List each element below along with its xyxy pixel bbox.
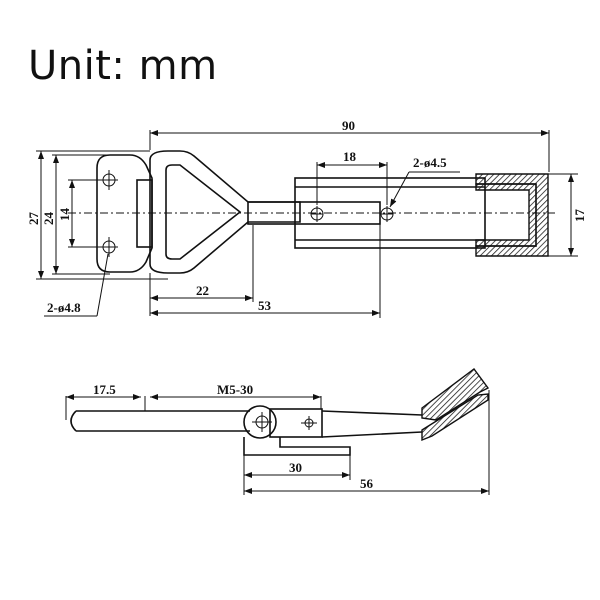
dim-base-hole-spacing: 14: [57, 208, 72, 222]
triangle-loop-outer: [149, 150, 301, 274]
dim-overall-length: 90: [342, 118, 355, 133]
dim-hole-spacing: 18: [343, 149, 357, 164]
dim-adjust-range: M5-30: [217, 382, 253, 397]
base-plate: [96, 154, 153, 273]
link-hole: [301, 416, 317, 430]
hook-tip-inner: [421, 393, 489, 442]
side-view: 17.5 M5-30 30 56: [65, 368, 490, 495]
unit-label: Unit: mm: [28, 43, 218, 89]
dim-base-length: 30: [289, 460, 302, 475]
dim-height-inner: 24: [41, 212, 56, 226]
triangle-loop-inner: [165, 164, 242, 260]
top-view: 90 18 2-ø4.5 17 27 24 14 2-ø4.8: [26, 118, 587, 318]
dim-side-overall-length: 56: [360, 476, 374, 491]
hook-hole-right: [380, 206, 394, 222]
link-plate: [269, 408, 323, 438]
dim-hook-height: 17: [572, 209, 587, 223]
hook-arm: [321, 410, 423, 438]
dim-height-outer: 27: [26, 212, 41, 226]
dim-loop-length: 22: [196, 283, 209, 298]
pivot-hole: [252, 412, 272, 432]
base-hole-top: [100, 170, 118, 190]
base-plate-side: [243, 437, 351, 456]
dim-body-length: 53: [258, 298, 272, 313]
pivot-link: [243, 405, 277, 439]
dim-base-hole-label: 2-ø4.8: [47, 300, 81, 315]
base-hole-bottom: [100, 237, 118, 257]
handle-bar: [70, 410, 250, 432]
hook-hole-left: [310, 206, 324, 222]
dim-handle-offset: 17.5: [93, 382, 116, 397]
dim-hook-hole-label: 2-ø4.5: [413, 155, 447, 170]
hook-tip-outer: [421, 368, 490, 421]
